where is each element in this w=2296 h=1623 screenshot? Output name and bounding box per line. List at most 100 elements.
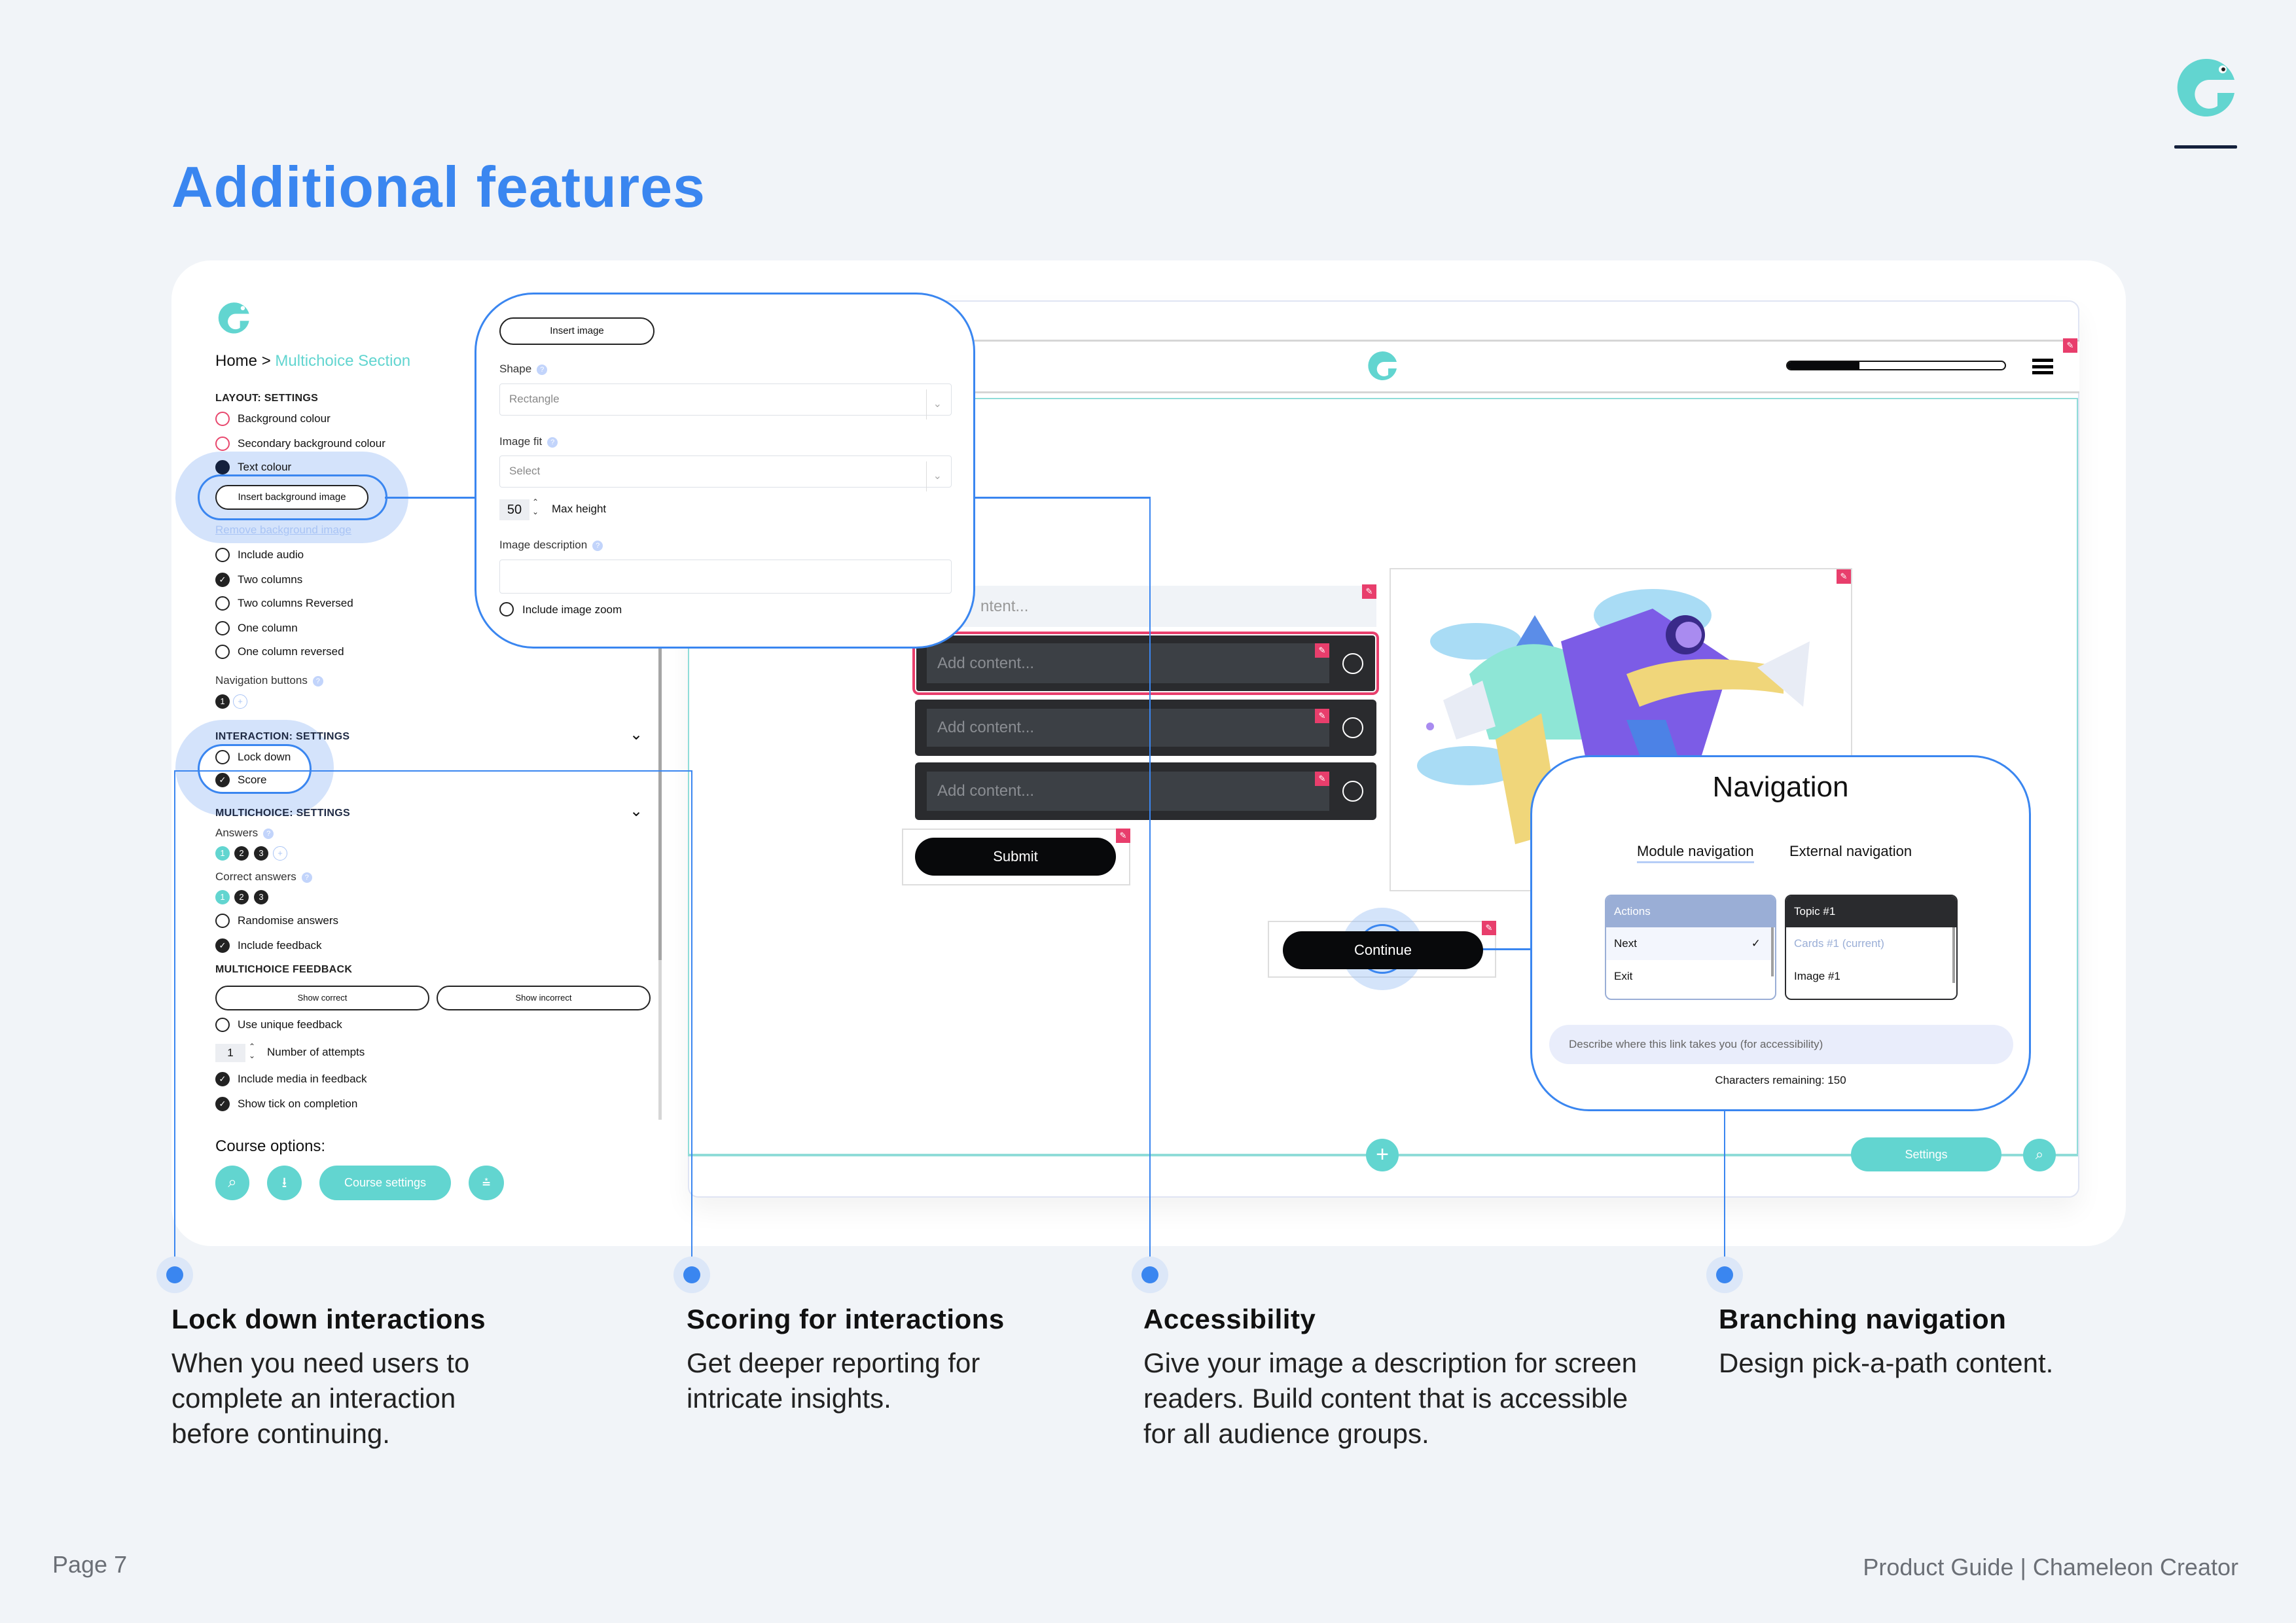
answer-input[interactable]: Add content... xyxy=(927,643,1329,683)
zoom-icon[interactable]: ⌕ xyxy=(2023,1139,2056,1171)
answer-1[interactable]: 1 xyxy=(215,846,230,861)
edit-icon[interactable]: ✎ xyxy=(1482,921,1496,935)
help-icon[interactable]: ? xyxy=(592,540,603,551)
edit-icon[interactable]: ✎ xyxy=(1315,772,1329,786)
score-label: Score xyxy=(238,774,267,786)
add-nav-button-icon[interactable]: + xyxy=(233,694,247,709)
answer-radio[interactable] xyxy=(1342,781,1363,802)
answer-input[interactable]: Add content... xyxy=(927,772,1329,811)
use-unique-feedback-label: Use unique feedback xyxy=(238,1018,342,1031)
help-icon[interactable]: ? xyxy=(312,675,323,687)
show-tick-checkbox[interactable]: ✓ xyxy=(215,1097,230,1111)
correct-answer-3[interactable]: 3 xyxy=(254,890,268,904)
image-description-input[interactable] xyxy=(499,560,952,594)
scrollbar[interactable] xyxy=(1952,927,1955,983)
answer-3[interactable]: 3 xyxy=(254,846,268,861)
chevron-down-icon[interactable]: ⌄ xyxy=(630,726,643,743)
action-item-next[interactable]: Next✓ xyxy=(1606,927,1775,960)
two-columns-label: Two columns xyxy=(238,573,303,586)
include-media-label: Include media in feedback xyxy=(238,1073,367,1085)
answers-label: Answers? xyxy=(215,827,274,840)
breadcrumb-current: Multichoice Section xyxy=(275,352,411,370)
score-checkbox[interactable]: ✓ xyxy=(215,773,230,787)
one-column-label: One column xyxy=(238,622,298,634)
answer-2[interactable]: 2 xyxy=(234,846,249,861)
hamburger-menu-icon[interactable] xyxy=(2032,359,2053,374)
app-logo xyxy=(218,302,249,334)
include-audio-checkbox[interactable] xyxy=(215,548,230,562)
topic-item[interactable]: Image #1 xyxy=(1794,970,1840,982)
settings-button[interactable]: Settings xyxy=(1851,1137,2001,1171)
scrollbar[interactable] xyxy=(1771,927,1774,976)
search-icon[interactable]: ⌕ xyxy=(215,1166,249,1200)
link-description-input[interactable]: Describe where this link takes you (for … xyxy=(1549,1025,2013,1064)
publish-icon[interactable]: ⩮ xyxy=(469,1166,504,1200)
course-settings-button[interactable]: Course settings xyxy=(319,1166,451,1200)
lock-down-checkbox[interactable] xyxy=(215,750,230,764)
use-unique-feedback-checkbox[interactable] xyxy=(215,1018,230,1032)
randomise-answers-checkbox[interactable] xyxy=(215,914,230,928)
nav-button-1[interactable]: 1 xyxy=(215,694,230,709)
randomise-answers-label: Randomise answers xyxy=(238,914,339,927)
answer-radio[interactable] xyxy=(1342,717,1363,738)
remove-background-image-link[interactable]: Remove background image xyxy=(215,524,351,536)
chevron-down-icon: ⌄ xyxy=(925,461,942,491)
correct-answer-1[interactable]: 1 xyxy=(215,890,230,904)
tab-module-navigation[interactable]: Module navigation xyxy=(1637,843,1754,863)
stepper-arrows-icon[interactable]: ⌃⌄ xyxy=(249,1042,256,1060)
edit-icon[interactable]: ✎ xyxy=(2063,338,2077,353)
marker-dot xyxy=(156,1257,193,1293)
edit-icon[interactable]: ✎ xyxy=(1362,584,1376,599)
image-description-label: Image description? xyxy=(499,539,603,552)
include-feedback-checkbox[interactable]: ✓ xyxy=(215,938,230,953)
edit-icon[interactable]: ✎ xyxy=(1116,829,1130,843)
add-answer-icon[interactable]: + xyxy=(273,846,287,861)
help-icon[interactable]: ? xyxy=(263,828,274,839)
max-height-label: Max height xyxy=(552,503,607,515)
edit-icon[interactable]: ✎ xyxy=(1837,569,1851,584)
shape-select[interactable]: Rectangle⌄ xyxy=(499,383,952,419)
background-colour-swatch[interactable] xyxy=(215,412,230,426)
insert-image-button[interactable]: Insert image xyxy=(499,317,655,345)
include-image-zoom-checkbox[interactable] xyxy=(499,602,514,616)
insert-background-image-button[interactable]: Insert background image xyxy=(215,485,368,510)
answer-card[interactable]: Add content... ✎ xyxy=(915,700,1376,756)
include-media-checkbox[interactable]: ✓ xyxy=(215,1072,230,1086)
image-fit-select[interactable]: Select⌄ xyxy=(499,455,952,491)
add-block-button[interactable]: + xyxy=(1366,1139,1399,1171)
attempts-stepper[interactable]: 1 xyxy=(215,1044,245,1062)
one-column-reversed-radio[interactable] xyxy=(215,645,230,659)
download-icon[interactable]: ⭳ xyxy=(267,1166,302,1200)
answer-card[interactable]: Add content... ✎ xyxy=(915,762,1376,820)
page-number: Page 7 xyxy=(52,1551,128,1578)
correct-answer-2[interactable]: 2 xyxy=(234,890,249,904)
show-incorrect-button[interactable]: Show incorrect xyxy=(437,986,651,1010)
answer-input[interactable]: Add content... xyxy=(927,709,1329,747)
two-columns-reversed-radio[interactable] xyxy=(215,596,230,611)
edit-icon[interactable]: ✎ xyxy=(1315,643,1329,658)
topic-item-current[interactable]: Cards #1 (current) xyxy=(1794,937,1884,950)
edit-icon[interactable]: ✎ xyxy=(1315,709,1329,723)
text-colour-swatch[interactable] xyxy=(215,460,230,474)
help-icon[interactable]: ? xyxy=(547,437,558,448)
help-icon[interactable]: ? xyxy=(301,872,312,883)
show-correct-button[interactable]: Show correct xyxy=(215,986,429,1010)
answer-radio[interactable] xyxy=(1342,652,1363,674)
stepper-arrows-icon[interactable]: ⌃⌄ xyxy=(532,497,539,516)
scrollbar-thumb[interactable] xyxy=(658,645,662,960)
chevron-down-icon: ⌄ xyxy=(925,389,942,419)
submit-button[interactable]: Submit xyxy=(915,838,1116,876)
answer-card[interactable]: Add content... ✎ xyxy=(915,634,1376,692)
one-column-radio[interactable] xyxy=(215,621,230,635)
two-columns-radio[interactable]: ✓ xyxy=(215,573,230,587)
connector-line xyxy=(691,770,692,1275)
breadcrumb-home[interactable]: Home xyxy=(215,352,258,370)
help-icon[interactable]: ? xyxy=(537,364,548,375)
continue-button[interactable]: Continue xyxy=(1283,931,1483,969)
max-height-stepper[interactable]: 50 xyxy=(499,499,529,520)
action-item-exit[interactable]: Exit xyxy=(1614,970,1633,982)
question-text-field[interactable]: ntent... xyxy=(915,586,1376,627)
chevron-down-icon[interactable]: ⌄ xyxy=(630,802,643,820)
tab-external-navigation[interactable]: External navigation xyxy=(1789,843,1912,859)
secondary-colour-swatch[interactable] xyxy=(215,437,230,451)
